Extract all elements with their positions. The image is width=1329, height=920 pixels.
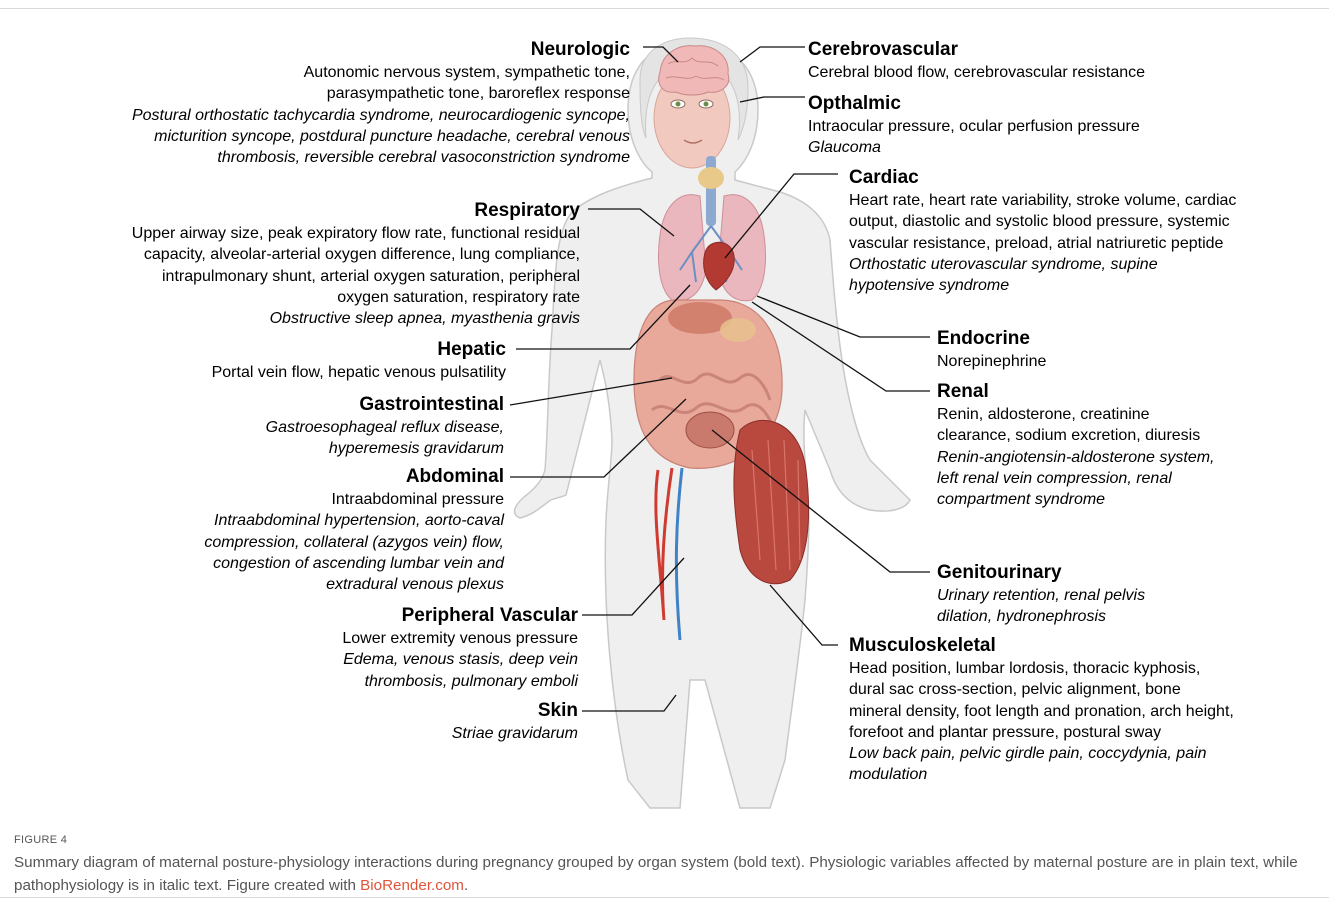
cardiac-title: Cardiac [849, 166, 1239, 190]
cerebrovascular-title: Cerebrovascular [808, 38, 1228, 62]
respiratory-plain: Upper airway size, peak expiratory flow … [110, 223, 580, 308]
cerebrovascular-plain: Cerebral blood flow, cerebrovascular res… [808, 62, 1228, 83]
caption-text: Summary diagram of maternal posture-phys… [14, 851, 1314, 897]
group-respiratory: Respiratory Upper airway size, peak expi… [110, 199, 580, 329]
opthalmic-italic: Glaucoma [808, 137, 1228, 158]
musculoskeletal-italic: Low back pain, pelvic girdle pain, coccy… [849, 743, 1234, 786]
group-peripheral-vascular: Peripheral Vascular Lower extremity veno… [270, 604, 578, 692]
figure-label: FIGURE 4 [14, 834, 1314, 846]
gastrointestinal-italic: Gastroesophageal reflux disease, hyperem… [200, 417, 504, 460]
group-cerebrovascular: Cerebrovascular Cerebral blood flow, cer… [808, 38, 1228, 83]
cardiac-italic: Orthostatic uterovascular syndrome, supi… [849, 254, 1239, 297]
peripheral-vascular-italic: Edema, venous stasis, deep vein thrombos… [270, 649, 578, 692]
neurologic-plain: Autonomic nervous system, sympathetic to… [120, 62, 630, 105]
group-renal: Renal Renin, aldosterone, creatinine cle… [937, 380, 1227, 510]
group-gastrointestinal: Gastrointestinal Gastroesophageal reflux… [200, 393, 504, 460]
group-hepatic: Hepatic Portal vein flow, hepatic venous… [140, 338, 506, 383]
hepatic-plain: Portal vein flow, hepatic venous pulsati… [140, 362, 506, 383]
renal-plain: Renin, aldosterone, creatinine clearance… [937, 404, 1227, 447]
musculoskeletal-plain: Head position, lumbar lordosis, thoracic… [849, 658, 1234, 743]
abdominal-italic: Intraabdominal hypertension, aorto-caval… [138, 510, 504, 595]
skin-italic: Striae gravidarum [378, 723, 578, 744]
opthalmic-title: Opthalmic [808, 92, 1228, 116]
group-endocrine: Endocrine Norepinephrine [937, 327, 1237, 372]
abdominal-plain: Intraabdominal pressure [138, 489, 504, 510]
peripheral-vascular-plain: Lower extremity venous pressure [270, 628, 578, 649]
hepatic-title: Hepatic [140, 338, 506, 362]
renal-title: Renal [937, 380, 1227, 404]
figure-caption: FIGURE 4 Summary diagram of maternal pos… [14, 834, 1314, 897]
musculoskeletal-title: Musculoskeletal [849, 634, 1234, 658]
leader-cerebrovascular [740, 47, 805, 62]
group-skin: Skin Striae gravidarum [378, 699, 578, 744]
group-abdominal: Abdominal Intraabdominal pressure Intraa… [138, 465, 504, 595]
endocrine-plain: Norepinephrine [937, 351, 1237, 372]
respiratory-title: Respiratory [110, 199, 580, 223]
caption-end: . [464, 877, 468, 894]
peripheral-vascular-title: Peripheral Vascular [270, 604, 578, 628]
respiratory-italic: Obstructive sleep apnea, myasthenia grav… [110, 308, 580, 329]
endocrine-title: Endocrine [937, 327, 1237, 351]
genitourinary-italic: Urinary retention, renal pelvis dilation… [937, 585, 1197, 628]
group-opthalmic: Opthalmic Intraocular pressure, ocular p… [808, 92, 1228, 159]
renal-italic: Renin-angiotensin-aldosterone system, le… [937, 447, 1227, 511]
biorender-link[interactable]: BioRender.com [360, 877, 464, 894]
abdominal-title: Abdominal [138, 465, 504, 489]
group-cardiac: Cardiac Heart rate, heart rate variabili… [849, 166, 1239, 296]
bottom-rule [0, 897, 1329, 898]
group-musculoskeletal: Musculoskeletal Head position, lumbar lo… [849, 634, 1234, 786]
gastrointestinal-title: Gastrointestinal [200, 393, 504, 417]
neurologic-italic: Postural orthostatic tachycardia syndrom… [120, 105, 630, 169]
thyroid [698, 167, 724, 189]
trachea [706, 156, 716, 226]
neurologic-title: Neurologic [120, 38, 630, 62]
skin-title: Skin [378, 699, 578, 723]
caption-body: Summary diagram of maternal posture-phys… [14, 854, 1298, 894]
group-neurologic: Neurologic Autonomic nervous system, sym… [120, 38, 630, 168]
group-genitourinary: Genitourinary Urinary retention, renal p… [937, 561, 1197, 628]
stomach [720, 318, 756, 342]
cardiac-plain: Heart rate, heart rate variability, stro… [849, 190, 1239, 254]
genitourinary-title: Genitourinary [937, 561, 1197, 585]
opthalmic-plain: Intraocular pressure, ocular perfusion p… [808, 116, 1228, 137]
